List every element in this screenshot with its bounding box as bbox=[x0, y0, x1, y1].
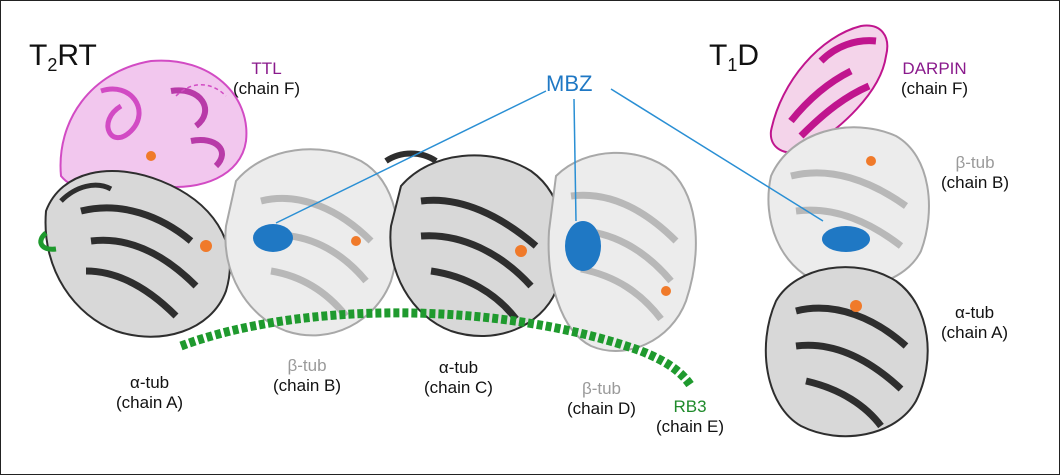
rb3-name: RB3 bbox=[673, 397, 707, 416]
beta-tub-chain-b-label: β-tub (chain B) bbox=[273, 356, 341, 395]
alpha-tub-chain-a-label: α-tub (chain A) bbox=[116, 373, 183, 412]
beta-tub-chain-b-name: β-tub bbox=[287, 356, 327, 375]
beta-tub-chain-b-chain: (chain B) bbox=[273, 375, 342, 395]
beta-tub-chain-b-structure bbox=[224, 148, 399, 337]
right-alpha-tub-label: α-tub (chain A) bbox=[941, 303, 1008, 342]
right-alpha-tub-chain-a-structure bbox=[764, 266, 929, 438]
right-beta-tub-chain: (chain B) bbox=[941, 172, 1010, 192]
mbz-molecules bbox=[253, 221, 870, 271]
complex-title-t1d: T1D bbox=[709, 39, 759, 76]
right-alpha-tub-chain: (chain A) bbox=[941, 322, 1009, 342]
right-beta-tub-chain-b-structure bbox=[767, 126, 930, 288]
darpin-label: DARPIN (chain F) bbox=[901, 59, 968, 98]
complex-title-t2rt: T2RT bbox=[29, 39, 97, 76]
beta-tub-chain-d-structure bbox=[547, 151, 697, 352]
beta-tub-chain-d-name: β-tub bbox=[581, 379, 622, 398]
mbz-label: MBZ bbox=[546, 71, 593, 96]
complex-subscript: 2 bbox=[47, 55, 58, 75]
alpha-tub-chain-c-name: α-tub bbox=[438, 358, 479, 377]
darpin-name: DARPIN bbox=[902, 59, 967, 78]
beta-tub-chain-d-label: β-tub (chain D) bbox=[567, 379, 636, 418]
rb3-label: RB3 (chain E) bbox=[656, 397, 724, 436]
ttl-chain: (chain F) bbox=[233, 78, 301, 98]
complex-suffix: D bbox=[737, 39, 760, 72]
ttl-name: TTL bbox=[251, 59, 282, 78]
complex-suffix: RT bbox=[57, 39, 97, 72]
alpha-tub-chain-c-structure bbox=[384, 150, 565, 337]
right-beta-tub-name: β-tub bbox=[955, 153, 995, 172]
complex-name: T bbox=[709, 39, 728, 72]
alpha-tub-chain-a-chain: (chain A) bbox=[116, 392, 184, 412]
complex-subscript: 1 bbox=[727, 55, 738, 75]
alpha-tub-chain-a-structure bbox=[44, 170, 231, 338]
darpin-chain: (chain F) bbox=[901, 78, 969, 98]
complex-name: T bbox=[29, 39, 48, 72]
beta-tub-chain-d-chain: (chain D) bbox=[567, 398, 636, 418]
ttl-label: TTL (chain F) bbox=[233, 59, 300, 98]
right-beta-tub-label: β-tub (chain B) bbox=[941, 153, 1009, 192]
alpha-tub-chain-a-name: α-tub bbox=[129, 373, 170, 392]
alpha-tub-chain-c-chain: (chain C) bbox=[424, 377, 493, 397]
alpha-tub-chain-c-label: α-tub (chain C) bbox=[424, 358, 493, 397]
mbz-pointer-lines bbox=[275, 88, 824, 224]
rb3-chain: (chain E) bbox=[656, 416, 725, 436]
ligand-molecules bbox=[146, 151, 876, 312]
right-alpha-tub-name: α-tub bbox=[954, 303, 995, 322]
ttl-structure bbox=[59, 59, 248, 190]
rb3-helix-structure bbox=[38, 231, 695, 389]
